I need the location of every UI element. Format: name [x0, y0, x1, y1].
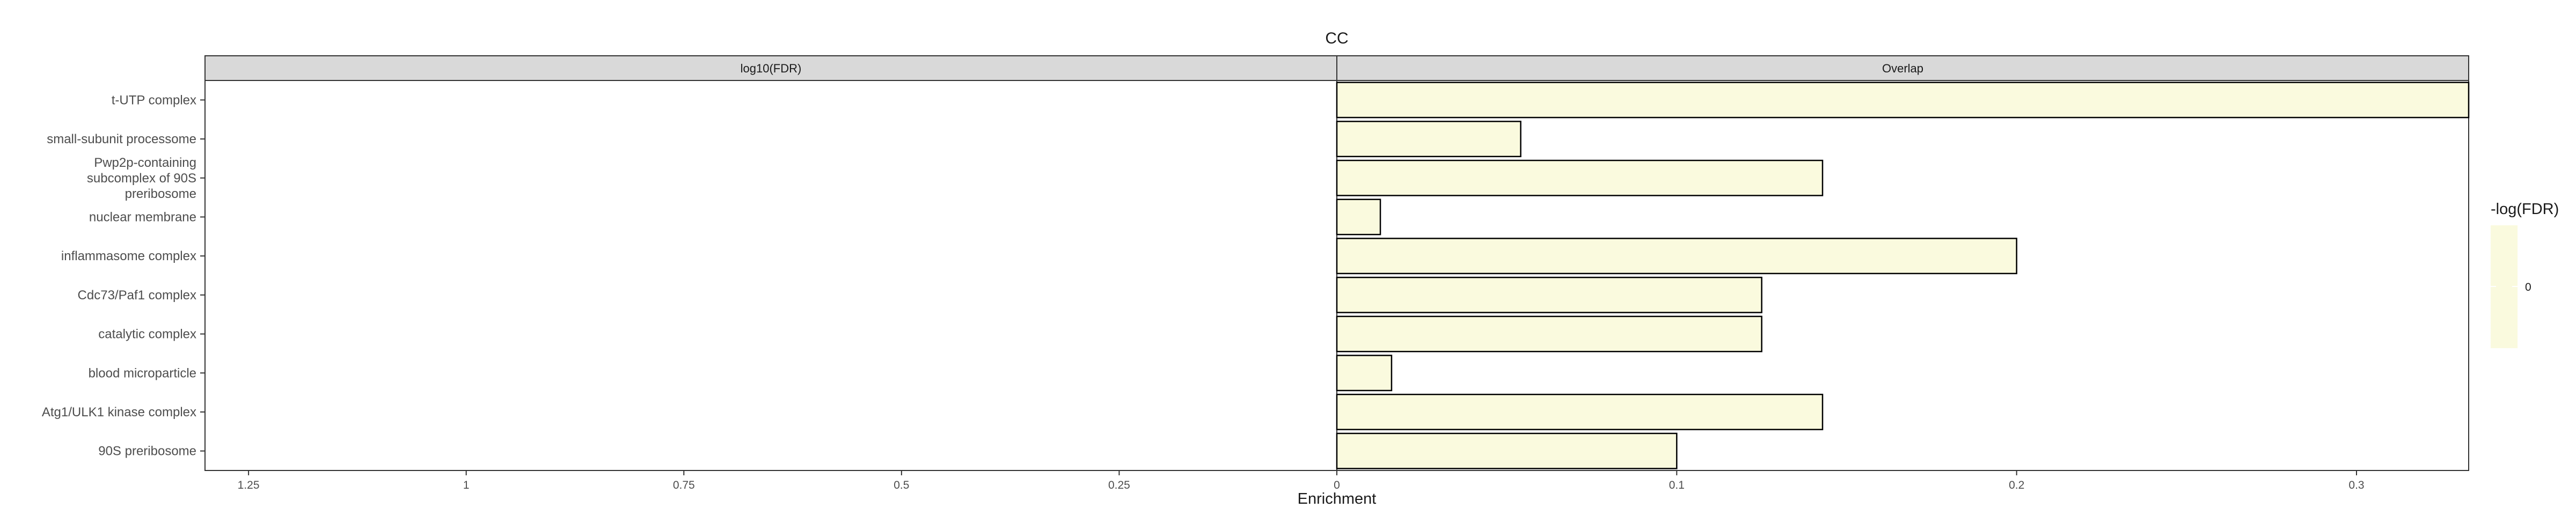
category-label: 90S preribosome [98, 444, 196, 459]
category-label: Cdc73/Paf1 complex [78, 288, 196, 303]
x-tick-label: 0.75 [673, 479, 695, 491]
panel-1: log10(FDR) 1.25 1 0.75 0.5 0.25 [204, 55, 1337, 491]
category-label: blood microparticle [89, 366, 196, 380]
bar [1336, 355, 1393, 392]
bar [1336, 432, 1678, 469]
bar [1336, 393, 1824, 430]
x-tick-label: 1 [463, 479, 470, 491]
bar [1336, 315, 1762, 352]
category-label: t-UTP complex [112, 93, 196, 107]
bar [1336, 238, 2017, 275]
bar [1336, 159, 1824, 196]
panel-2: Overlap 0 0.1 0.2 0.3 [1334, 55, 2470, 491]
category-label: inflammasome complex [61, 249, 196, 263]
bar [1336, 82, 2470, 119]
category-label: Atg1/ULK1 kinase complex [42, 405, 196, 420]
bar [1336, 121, 1521, 158]
legend-title: -log(FDR) [2491, 201, 2559, 218]
x-tick-label: 0.25 [1108, 479, 1130, 491]
category-label: catalytic complex [98, 327, 196, 342]
x-tick-label: 0.3 [2348, 479, 2364, 491]
facet-strip [204, 55, 1337, 81]
x-tick-label: 0.5 [894, 479, 909, 491]
y-axis: t-UTP complex small-subunit processomePwp… [42, 93, 205, 459]
category-label: nuclear membrane [89, 210, 196, 224]
facet-strip-label: log10(FDR) [741, 62, 802, 75]
legend-label: 0 [2525, 281, 2531, 293]
bar [1336, 198, 1381, 236]
x-tick-label: 1.25 [238, 479, 260, 491]
bar [1336, 276, 1762, 313]
facet-panels: log10(FDR) 1.25 1 0.75 0.5 0.25 Overlap 0 0.1 0.2… [204, 55, 2470, 491]
panel-border [204, 80, 1337, 471]
x-tick-label: 0 [1334, 479, 1340, 491]
x-tick-label: 0.2 [2009, 479, 2024, 491]
facet-strip-label: Overlap [1882, 62, 1923, 75]
x-axis-title: Enrichment [1298, 490, 1377, 507]
x-tick-label: 0.1 [1669, 479, 1685, 491]
legend: -log(FDR) 0 [2491, 201, 2559, 348]
category-label: small-subunit processome [47, 132, 196, 146]
chart-title: CC [1325, 30, 1348, 47]
